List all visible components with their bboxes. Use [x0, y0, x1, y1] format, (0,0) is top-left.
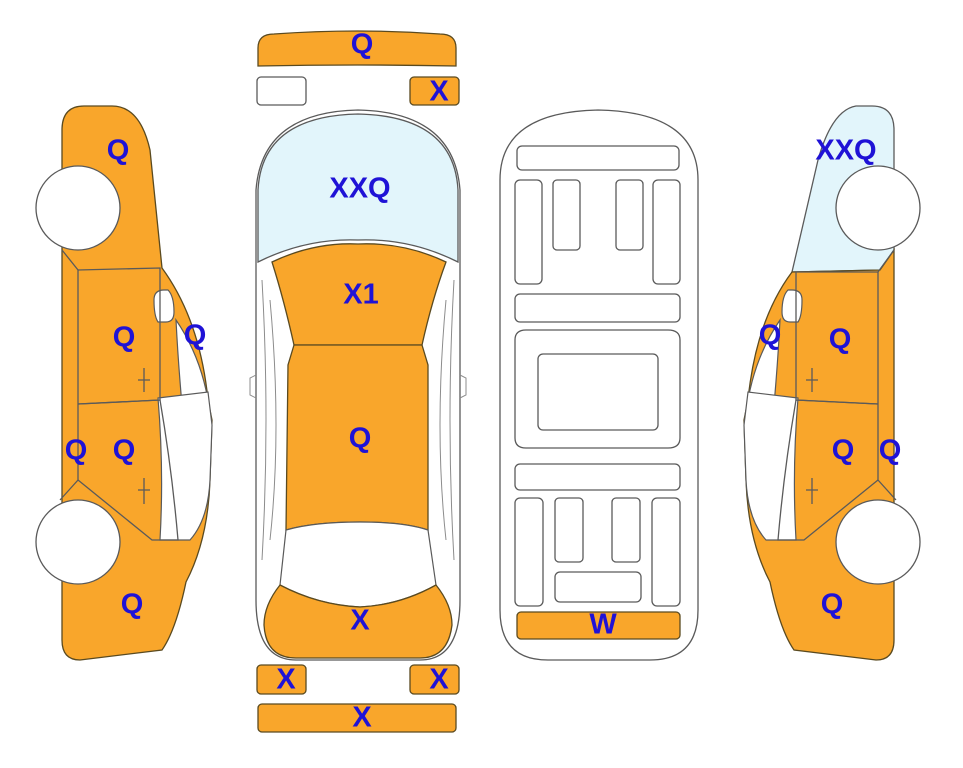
rear-lamp-right-part[interactable]: X [409, 664, 460, 696]
right-side-view [743, 105, 921, 661]
label-front-bumper-top: Q [351, 29, 374, 61]
trunk-part[interactable]: X [263, 584, 453, 659]
top-view-car [249, 109, 467, 661]
label-rear-bumper: X [352, 702, 372, 734]
underbody-view [499, 109, 699, 661]
label-left-rocker: Q [65, 435, 88, 467]
left-side-view [35, 105, 213, 661]
label-underbody-rear: W [589, 609, 617, 641]
front-bumper-top-part[interactable]: Q [257, 29, 457, 67]
label-right-front-door: Q [829, 324, 852, 356]
label-left-fender-front: Q [107, 135, 130, 167]
label-right-quarter: Q [821, 589, 844, 621]
label-front-lamp-right: X [429, 76, 449, 108]
front-lamp-left-part[interactable] [256, 76, 307, 106]
label-windshield: XXQ [329, 173, 390, 205]
label-rear-lamp-left: X [276, 664, 296, 696]
label-hood: X1 [343, 279, 378, 311]
label-left-quarter: Q [121, 589, 144, 621]
label-left-a-pillar: Q [184, 320, 207, 352]
rear-window [279, 521, 437, 608]
label-left-rear-door: Q [113, 435, 136, 467]
windshield-part[interactable]: XXQ [257, 113, 459, 264]
label-roof: Q [349, 423, 372, 455]
rear-lamp-left-part[interactable]: X [256, 664, 307, 696]
rear-bumper-part[interactable]: X [257, 702, 457, 734]
label-right-windshield: XXQ [815, 135, 876, 167]
label-right-a-pillar: Q [759, 320, 782, 352]
underbody-rear-part[interactable]: W [516, 609, 681, 641]
hood-part[interactable]: X1 [271, 243, 447, 346]
roof-part[interactable]: Q [285, 344, 429, 531]
label-left-front-door: Q [113, 322, 136, 354]
label-right-rocker: Q [879, 435, 902, 467]
front-lamp-right-part[interactable]: X [409, 76, 460, 108]
label-trunk: X [350, 605, 370, 637]
label-right-rear-door: Q [832, 435, 855, 467]
label-rear-lamp-right: X [429, 664, 449, 696]
